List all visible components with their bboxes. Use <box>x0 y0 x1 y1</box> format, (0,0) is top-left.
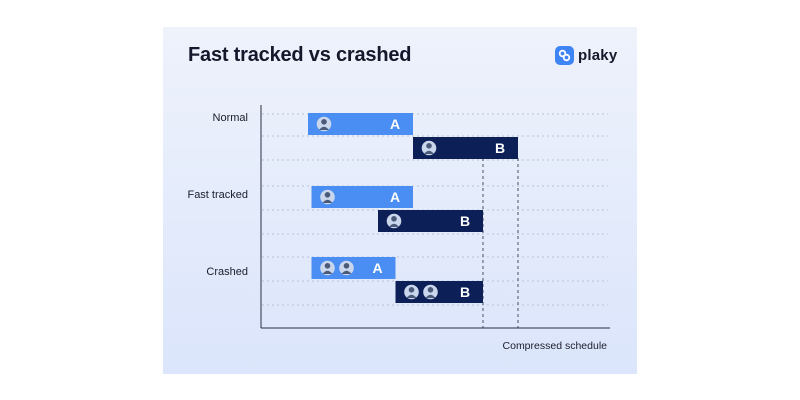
task-bar-rect <box>311 186 413 208</box>
compressed-schedule-label: Compressed schedule <box>502 340 607 352</box>
avatar-icon <box>318 188 337 206</box>
task-bar-rect <box>413 137 518 159</box>
task-bar-label: B <box>460 284 470 300</box>
bar-layer: A B A B A B <box>308 113 518 303</box>
row-label-crashed: Crashed <box>206 266 248 278</box>
avatar-icon <box>385 212 403 230</box>
task-bar-label: A <box>372 260 382 276</box>
diagram-title: Fast tracked vs crashed <box>188 44 412 66</box>
avatar-icon <box>402 283 421 301</box>
plaky-logo-icon <box>555 46 574 65</box>
plaky-logo-text: plaky <box>578 47 618 64</box>
task-bar-a: A <box>311 257 396 279</box>
row-label-normal: Normal <box>212 112 248 124</box>
task-bar-rect <box>308 113 413 135</box>
plaky-logo: plaky <box>555 46 617 65</box>
row-label-fast-tracked: Fast tracked <box>187 189 248 201</box>
task-bar-a: A <box>311 186 413 208</box>
task-bar-b: B <box>395 281 483 303</box>
task-bar-a: A <box>308 113 413 135</box>
task-bar-label: B <box>460 213 470 229</box>
marker-layer <box>482 158 519 328</box>
avatar-icon <box>315 115 333 133</box>
task-bar-label: B <box>495 140 505 156</box>
task-bar-b: B <box>378 210 483 232</box>
avatar-icon <box>420 139 438 157</box>
task-bar-label: A <box>390 189 400 205</box>
task-bar-label: A <box>390 116 400 132</box>
avatar-icon <box>337 259 356 277</box>
task-bar-rect <box>378 210 483 232</box>
avatar-icon <box>421 283 440 301</box>
avatar-icon <box>318 259 337 277</box>
task-bar-b: B <box>413 137 518 159</box>
